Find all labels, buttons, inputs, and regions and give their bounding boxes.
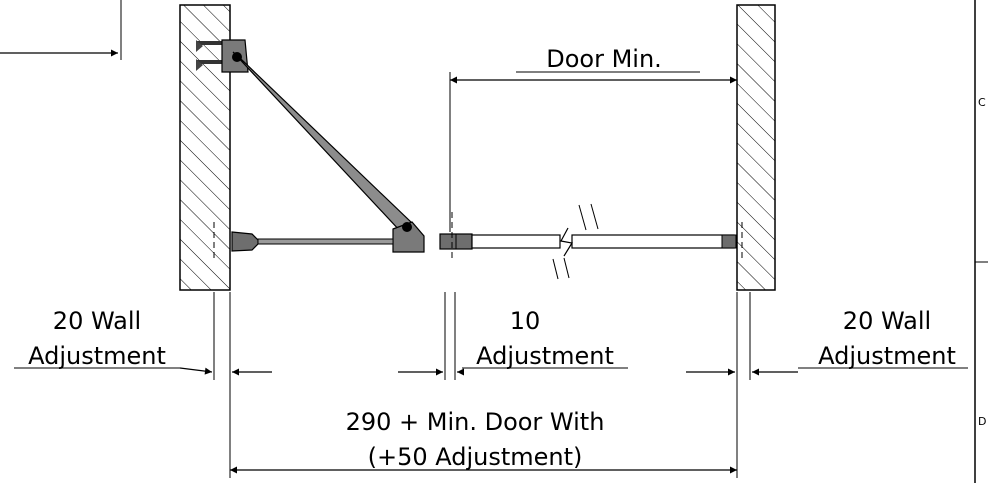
- overall-dimension-line1: 290 + Min. Door With: [346, 408, 605, 436]
- horizontal-rod-right: [439, 203, 743, 280]
- right-wall: [736, 4, 776, 291]
- left-wall-adjustment-dimension: 20 Wall Adjustment: [14, 307, 272, 376]
- top-left-partial-dimension: [0, 0, 122, 60]
- left-wall-adjustment-line1: 20 Wall: [53, 307, 141, 335]
- right-wall-adjustment-dimension: 20 Wall Adjustment: [686, 307, 968, 376]
- diagonal-brace: [196, 39, 425, 253]
- horizontal-rod-left: [213, 222, 394, 260]
- door-min-label: Door Min.: [546, 45, 662, 73]
- center-adjustment-dimension: 10 Adjustment: [398, 307, 628, 376]
- border-zone-d-label: D: [978, 415, 986, 428]
- right-wall-adjustment-line1: 20 Wall: [843, 307, 931, 335]
- center-adjustment-line1: 10: [510, 307, 541, 335]
- drawing-border: C D: [974, 0, 988, 483]
- door-min-dimension: Door Min.: [449, 45, 737, 232]
- left-wall-adjustment-line2: Adjustment: [28, 342, 166, 370]
- center-adjustment-line2: Adjustment: [476, 342, 614, 370]
- overall-dimension: 290 + Min. Door With (+50 Adjustment): [230, 408, 737, 474]
- right-wall-adjustment-line2: Adjustment: [818, 342, 956, 370]
- extension-lines: [213, 292, 751, 478]
- border-zone-c-label: C: [978, 96, 986, 109]
- overall-dimension-line2: (+50 Adjustment): [368, 443, 583, 471]
